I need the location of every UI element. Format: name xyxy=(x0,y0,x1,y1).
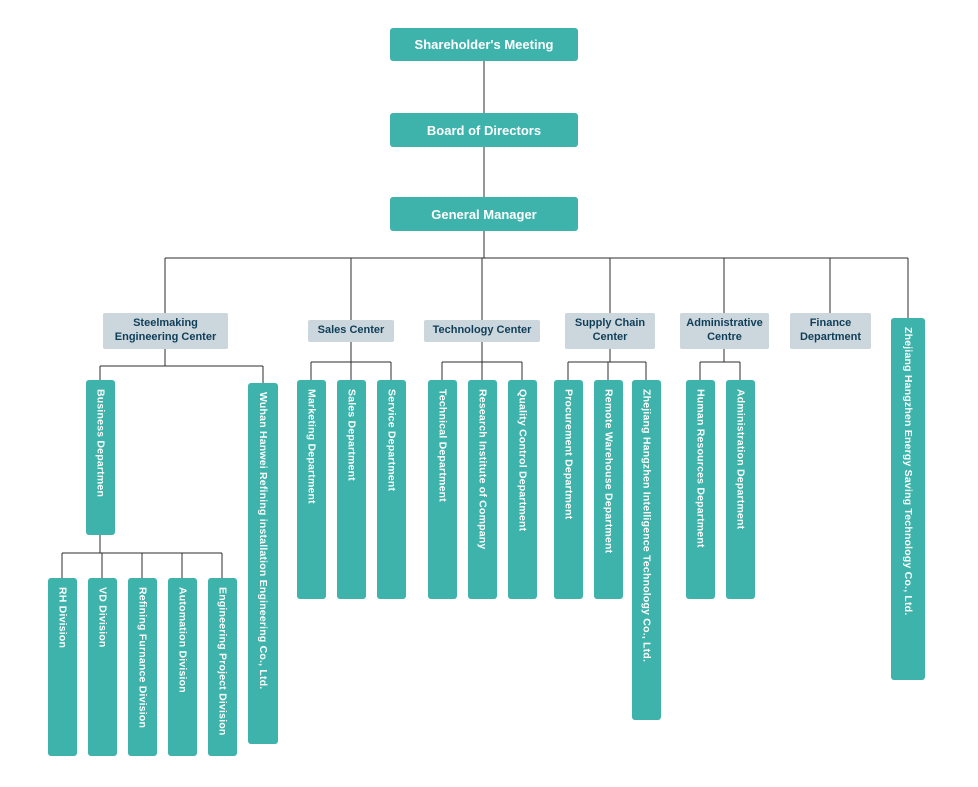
node-technical-department-label: Technical Department xyxy=(436,389,449,502)
node-general-manager: General Manager xyxy=(390,197,578,231)
node-sales-department-label: Sales Department xyxy=(345,389,358,481)
node-automation-division-label: Automation Division xyxy=(176,587,189,693)
node-procurement-department-label: Procurement Department xyxy=(562,389,575,520)
node-service-department: Service Department xyxy=(377,380,406,599)
node-sales-department: Sales Department xyxy=(337,380,366,599)
node-technical-department: Technical Department xyxy=(428,380,457,599)
node-refining-furnance-division: Refining Furnance Division xyxy=(128,578,157,756)
node-administration-department-label: Administration Department xyxy=(734,389,747,530)
node-vd-division-label: VD Division xyxy=(96,587,109,648)
node-board-of-directors: Board of Directors xyxy=(390,113,578,147)
node-business-department-label: Business Departmen xyxy=(94,389,107,498)
node-sales-center: Sales Center xyxy=(308,320,394,342)
node-zhejiang-energy-saving-company-label: Zhejiang Hangzhen Energy Saving Technolo… xyxy=(902,327,914,616)
node-human-resources-department-label: Human Resources Department xyxy=(694,389,707,548)
node-quality-control-department-label: Quality Control Department xyxy=(516,389,529,532)
node-marketing-department-label: Marketing Department xyxy=(305,389,318,504)
node-administration-department: Administration Department xyxy=(726,380,755,599)
node-remote-warehouse-department-label: Remote Warehouse Department xyxy=(602,389,615,554)
node-zhejiang-energy-saving-company: Zhejiang Hangzhen Energy Saving Technolo… xyxy=(891,318,925,680)
node-business-department: Business Departmen xyxy=(86,380,115,535)
node-zhejiang-intelligence-company: Zhejiang Hangzhen Intelligence Technolog… xyxy=(632,380,661,720)
node-research-institute: Research Institute of Company xyxy=(468,380,497,599)
node-quality-control-department: Quality Control Department xyxy=(508,380,537,599)
node-engineering-project-division: Engineering Project Division xyxy=(208,578,237,756)
node-administrative-centre: Administrative Centre xyxy=(680,313,769,349)
node-refining-furnance-division-label: Refining Furnance Division xyxy=(136,587,149,729)
node-remote-warehouse-department: Remote Warehouse Department xyxy=(594,380,623,599)
node-shareholders-meeting: Shareholder's Meeting xyxy=(390,28,578,61)
node-steelmaking-engineering-center: Steelmaking Engineering Center xyxy=(103,313,228,349)
node-supply-chain-center: Supply Chain Center xyxy=(565,313,655,349)
node-finance-department: Finance Department xyxy=(790,313,871,349)
node-zhejiang-intelligence-company-label: Zhejiang Hangzhen Intelligence Technolog… xyxy=(640,389,653,663)
node-engineering-project-division-label: Engineering Project Division xyxy=(216,587,229,736)
node-wuhan-hanwei-company: Wuhan Hanwei Refining installation Engin… xyxy=(248,383,278,744)
node-technology-center: Technology Center xyxy=(424,320,540,342)
node-procurement-department: Procurement Department xyxy=(554,380,583,599)
node-vd-division: VD Division xyxy=(88,578,117,756)
node-human-resources-department: Human Resources Department xyxy=(686,380,715,599)
node-rh-division: RH Division xyxy=(48,578,77,756)
node-service-department-label: Service Department xyxy=(385,389,398,492)
node-marketing-department: Marketing Department xyxy=(297,380,326,599)
node-rh-division-label: RH Division xyxy=(56,587,69,649)
node-wuhan-hanwei-company-label: Wuhan Hanwei Refining installation Engin… xyxy=(257,392,269,690)
node-research-institute-label: Research Institute of Company xyxy=(476,389,489,550)
node-automation-division: Automation Division xyxy=(168,578,197,756)
